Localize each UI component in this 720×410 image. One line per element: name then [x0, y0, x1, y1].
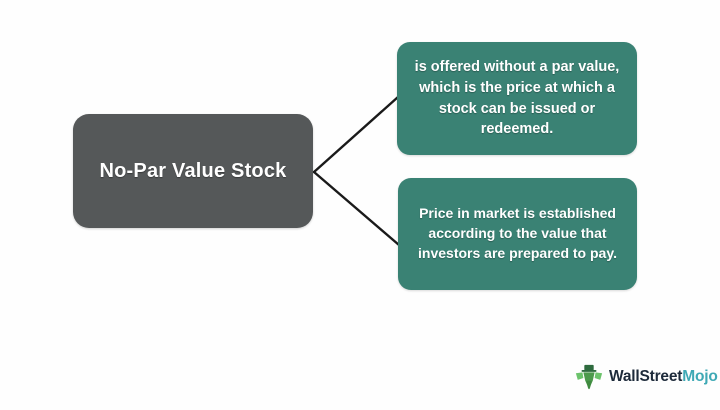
brand-name-part2: Mojo: [682, 368, 718, 385]
connector-line-branch-2: [312, 170, 401, 247]
wallstreetmojo-bull-icon: [575, 364, 603, 390]
brand-name-part1: WallStreet: [609, 368, 683, 385]
branch-node-1: is offered without a par value, which is…: [397, 42, 637, 155]
branch-node-1-label: is offered without a par value, which is…: [414, 59, 620, 138]
branch-node-2: Price in market is established according…: [398, 178, 637, 290]
branch-node-2-label: Price in market is established according…: [418, 205, 617, 261]
brand-name: WallStreetMojo: [609, 368, 718, 386]
root-node: No-Par Value Stock: [73, 114, 313, 228]
brand-logo: WallStreetMojo: [574, 361, 718, 393]
connector-line-branch-1: [312, 95, 400, 174]
root-node-label: No-Par Value Stock: [99, 160, 287, 182]
